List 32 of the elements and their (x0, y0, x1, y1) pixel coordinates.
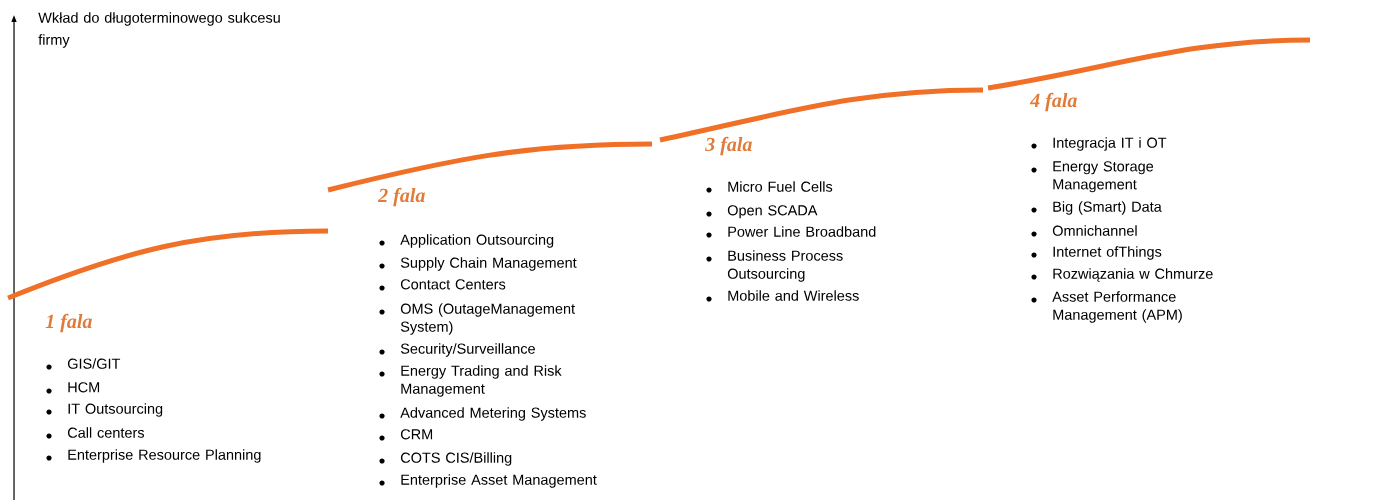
bullet-item: Business Process Outsourcing (706, 250, 843, 282)
bullet-item: Micro Fuel Cells (706, 181, 833, 193)
wave-heading: 2 fala (377, 187, 425, 207)
bullet-item: Rozwiązania w Chmurze (1031, 268, 1213, 282)
bullet-item: Open SCADA (706, 205, 818, 219)
wave-heading: 3 fala (705, 136, 752, 156)
axis-label: Wkład do długoterminowego sukcesu firmy (38, 12, 280, 48)
bullet-item: Application Outsourcing (379, 234, 554, 248)
bullet-item: IT Outsourcing (46, 403, 163, 417)
bullet-item: Energy Trading and Risk Management (379, 365, 562, 397)
bullet-item: Contact Centers (379, 279, 506, 291)
bullet-item: Integracja IT i OT (1031, 137, 1167, 151)
bullet-item: Asset Performance Management (APM) (1031, 291, 1182, 323)
bullet-item: Mobile and Wireless (706, 290, 859, 302)
bullet-item: Enterprise Asset Management (379, 474, 597, 488)
bullet-item: Security/Surveillance (379, 343, 535, 357)
bullet-item: HCM (46, 382, 100, 394)
bullet-item: CRM (379, 429, 433, 441)
bullet-item: Supply Chain Management (379, 257, 577, 271)
bullet-item: Big (Smart) Data (1031, 201, 1162, 215)
bullet-item: Omnichannel (1031, 225, 1137, 237)
bullet-item: Energy Storage Management (1031, 161, 1154, 193)
bullet-item: Enterprise Resource Planning (46, 449, 261, 463)
bullet-item: Power Line Broadband (706, 226, 876, 238)
bullet-item: Call centers (46, 427, 145, 439)
wave-heading: 1 fala (45, 313, 92, 333)
wave-heading: 4 fala (1029, 92, 1077, 112)
bullet-item: COTS CIS/Billing (379, 452, 512, 466)
bullet-item: GIS/GIT (46, 358, 121, 370)
bullet-item: OMS (OutageManagement System) (379, 303, 575, 335)
bullet-item: Internet ofThings (1031, 246, 1162, 260)
bullet-item: Advanced Metering Systems (379, 407, 586, 421)
